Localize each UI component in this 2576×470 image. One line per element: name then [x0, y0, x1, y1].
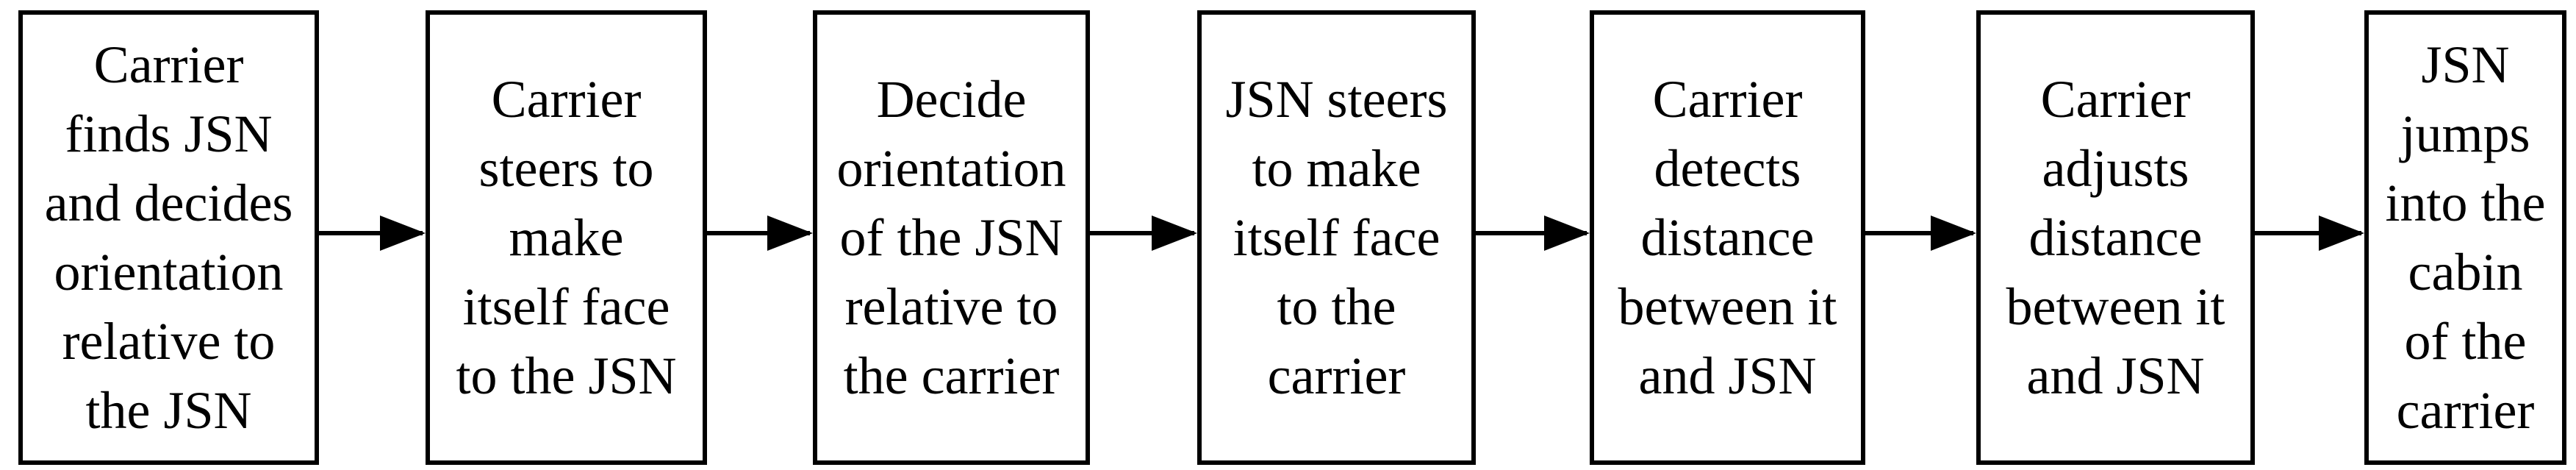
arrow-shaft — [1090, 231, 1194, 235]
connector-4 — [1476, 0, 1590, 470]
arrow-shaft — [1865, 231, 1973, 235]
flow-step-2: Carrier steers to make itself face to th… — [426, 10, 707, 465]
connector-5 — [1865, 0, 1976, 470]
flow-step-7: JSN jumps into the cabin of the carrier — [2364, 10, 2566, 465]
arrow-head-icon — [767, 216, 813, 251]
flow-step-7-label: JSN jumps into the cabin of the carrier — [2385, 35, 2546, 440]
flow-step-6: Carrier adjusts distance between it and … — [1976, 10, 2255, 465]
connector-6 — [2255, 0, 2364, 470]
arrow-head-icon — [1931, 216, 1976, 251]
arrow-shaft — [319, 231, 423, 235]
flow-step-5: Carrier detects distance between it and … — [1590, 10, 1865, 465]
arrow-head-icon — [2319, 216, 2364, 251]
right-arrow-icon — [2255, 216, 2364, 251]
flow-step-4: JSN steers to make itself face to the ca… — [1197, 10, 1476, 465]
connector-1 — [319, 0, 426, 470]
flow-step-5-label: Carrier detects distance between it and … — [1618, 70, 1837, 405]
flow-step-6-label: Carrier adjusts distance between it and … — [2006, 70, 2225, 405]
right-arrow-icon — [1090, 216, 1197, 251]
flow-step-2-label: Carrier steers to make itself face to th… — [456, 70, 677, 405]
connector-2 — [707, 0, 813, 470]
flow-step-1: Carrier finds JSN and decides orientatio… — [18, 10, 319, 465]
right-arrow-icon — [707, 216, 813, 251]
arrow-shaft — [2255, 231, 2361, 235]
flow-step-3-label: Decide orientation of the JSN relative t… — [836, 70, 1066, 405]
arrow-shaft — [707, 231, 810, 235]
arrow-head-icon — [1544, 216, 1590, 251]
right-arrow-icon — [1865, 216, 1976, 251]
flow-step-3: Decide orientation of the JSN relative t… — [813, 10, 1090, 465]
arrow-head-icon — [1152, 216, 1197, 251]
arrow-head-icon — [380, 216, 426, 251]
flow-step-4-label: JSN steers to make itself face to the ca… — [1225, 70, 1448, 405]
connector-3 — [1090, 0, 1197, 470]
right-arrow-icon — [1476, 216, 1590, 251]
right-arrow-icon — [319, 216, 426, 251]
arrow-shaft — [1476, 231, 1587, 235]
flow-step-1-label: Carrier finds JSN and decides orientatio… — [44, 35, 293, 440]
